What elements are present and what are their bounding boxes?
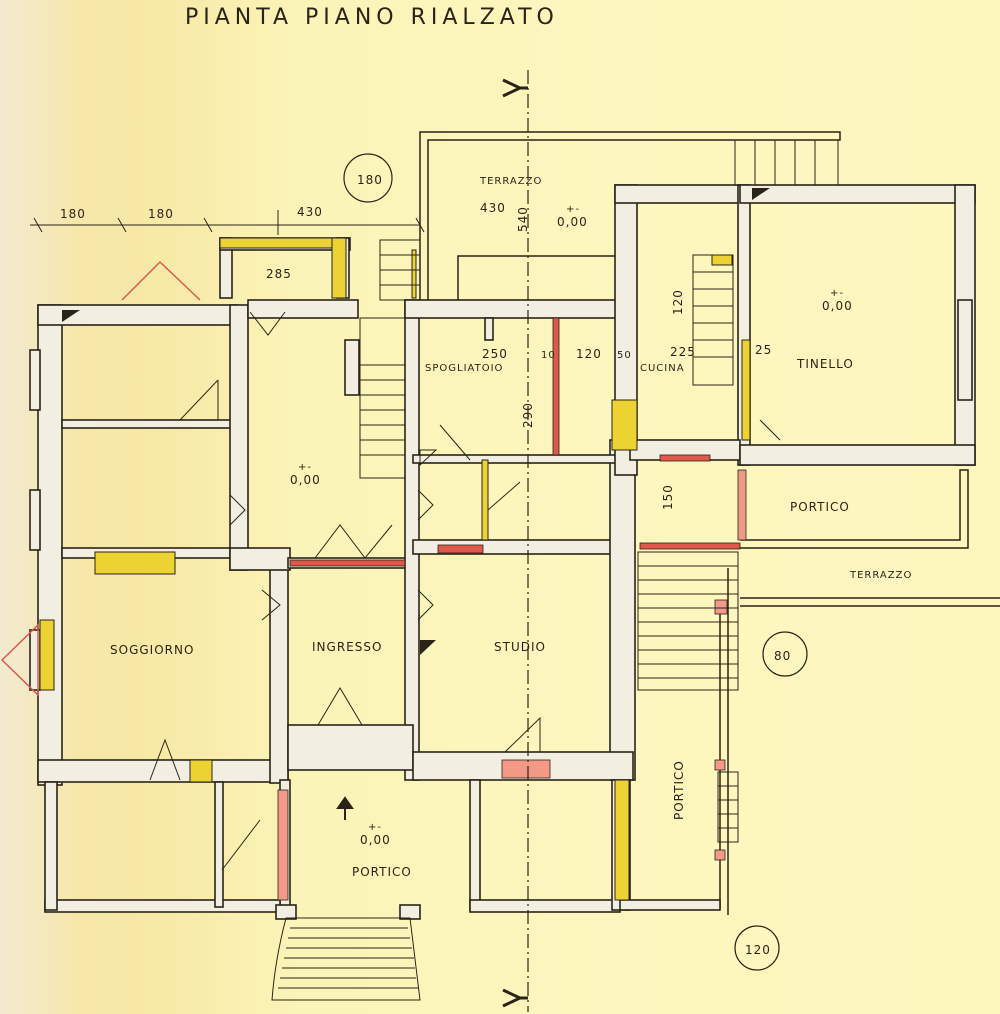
- level-circle-80: 80: [774, 649, 791, 663]
- removed-walls: [277, 317, 747, 901]
- room-label-soggiorno: SOGGIORNO: [110, 643, 194, 657]
- room-label-portico-front: PORTICO: [352, 865, 412, 879]
- level-value-4: 0,00: [360, 833, 391, 847]
- dim-285: 285: [266, 267, 292, 281]
- dim-10: 10: [541, 350, 556, 361]
- plan-title: PIANTA PIANO RIALZATO: [185, 5, 559, 30]
- level-circle-120: 120: [745, 943, 771, 957]
- dim-250: 250: [482, 347, 508, 361]
- dim-290: 290: [521, 402, 535, 428]
- dim-540: 540: [516, 206, 530, 232]
- dim-120: 120: [576, 347, 602, 361]
- dim-430-terrace: 430: [480, 201, 506, 215]
- bay-windows: [0, 260, 201, 697]
- entrance-arrow-icon: [336, 796, 354, 820]
- room-label-portico-right: PORTICO: [790, 500, 850, 514]
- dim-180-b: 180: [148, 207, 174, 221]
- level-sign-2: +-: [566, 204, 580, 215]
- dim-50: 50: [617, 350, 632, 361]
- dim-225: 225: [670, 345, 696, 359]
- room-label-cucina: CUCINA: [640, 363, 685, 374]
- dim-25: 25: [755, 343, 772, 357]
- section-axis: [502, 70, 529, 1012]
- room-label-tinello: TINELLO: [796, 357, 854, 371]
- dim-180-a: 180: [60, 207, 86, 221]
- room-label-terrazzo-top: TERRAZZO: [479, 176, 542, 187]
- terrace-outlines: [419, 131, 1000, 915]
- level-value-1: 0,00: [290, 473, 321, 487]
- stairs: [271, 139, 839, 1001]
- level-sign-4: +-: [368, 822, 382, 833]
- dim-120-vertical: 120: [671, 289, 685, 315]
- dimension-line-top: [30, 210, 425, 235]
- new-walls: [39, 237, 751, 901]
- room-label-ingresso: INGRESSO: [312, 640, 382, 654]
- level-circle-180: 180: [357, 173, 383, 187]
- doors: [149, 311, 781, 871]
- room-label-spogliatoio: SPOGLIATOIO: [425, 363, 503, 374]
- room-label-portico-side: PORTICO: [672, 760, 686, 820]
- dim-430: 430: [297, 205, 323, 219]
- corner-markers: [62, 188, 770, 655]
- dim-150: 150: [661, 484, 675, 510]
- level-sign-3: +-: [830, 288, 844, 299]
- room-label-studio: STUDIO: [494, 640, 546, 654]
- level-value-3: 0,00: [822, 299, 853, 313]
- room-label-terrazzo-right: TERRAZZO: [849, 570, 912, 581]
- level-value-2: 0,00: [557, 215, 588, 229]
- level-circles: [343, 153, 808, 971]
- level-sign-1: +-: [298, 462, 312, 473]
